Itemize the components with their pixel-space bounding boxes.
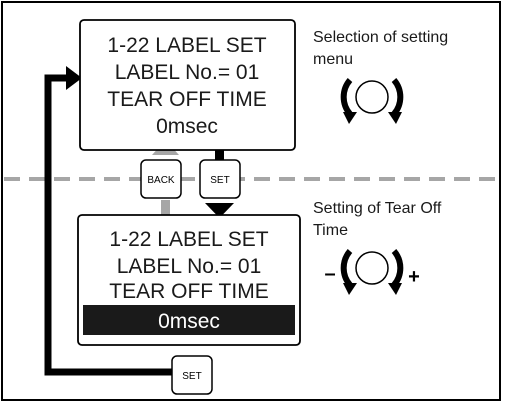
- plus-sign: +: [408, 266, 420, 288]
- bottom-screen-line1: 1-22 LABEL SET: [109, 228, 268, 251]
- top-screen-line3: TEAR OFF TIME: [107, 88, 266, 111]
- set-button-top-label: SET: [210, 175, 229, 186]
- back-button[interactable]: BACK: [140, 159, 182, 199]
- bottom-display-screen: 1-22 LABEL SET LABEL No.= 01 TEAR OFF TI…: [77, 214, 301, 346]
- setting-description-line1: Setting of Tear Off: [313, 200, 442, 217]
- top-screen-line4: 0msec: [156, 115, 218, 138]
- selection-description-line1: Selection of setting: [313, 29, 448, 46]
- set-button-bottom[interactable]: SET: [171, 355, 213, 395]
- set-button-top[interactable]: SET: [199, 159, 241, 199]
- top-screen-line2: LABEL No.= 01: [115, 61, 260, 84]
- bottom-screen-line3: TEAR OFF TIME: [109, 280, 268, 303]
- top-screen-line1: 1-22 LABEL SET: [107, 34, 266, 57]
- bottom-screen-line4-highlighted: 0msec: [158, 310, 220, 333]
- loop-back-arrowhead: [66, 66, 82, 90]
- set-arrow-head: [205, 203, 234, 218]
- highlight-bar: [83, 305, 295, 335]
- rotary-dial-top-icon[interactable]: [340, 78, 404, 124]
- top-display-screen: 1-22 LABEL SET LABEL No.= 01 TEAR OFF TI…: [79, 19, 296, 151]
- rotary-dial-bottom-icon[interactable]: [340, 249, 404, 295]
- loop-back-arrow: [44, 74, 182, 376]
- back-button-label: BACK: [147, 175, 175, 186]
- setting-description-line2: Time: [313, 222, 348, 239]
- bottom-screen-line2: LABEL No.= 01: [117, 255, 262, 278]
- minus-sign: –: [324, 263, 335, 285]
- back-arrow-shaft: [161, 200, 170, 228]
- set-button-bottom-label: SET: [182, 371, 201, 382]
- selection-description-line2: menu: [313, 51, 353, 68]
